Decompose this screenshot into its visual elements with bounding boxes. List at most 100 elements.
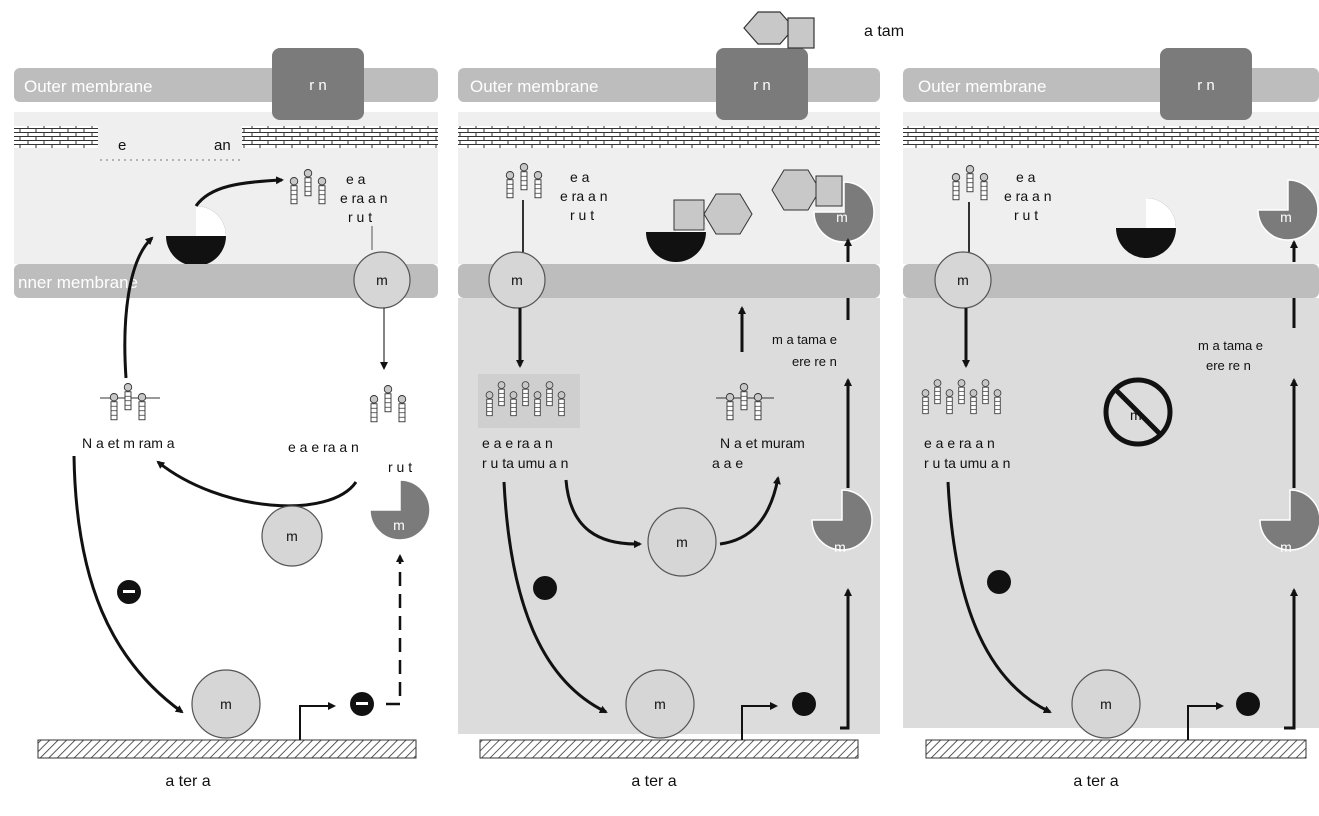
arrow-2g xyxy=(502,481,608,714)
inducer-3b xyxy=(1236,692,1260,716)
porin-2 xyxy=(716,48,808,120)
ampR-2 xyxy=(625,669,695,739)
porin-label-1: r n xyxy=(309,77,327,94)
periplasm-fragment-label-1c: r u t xyxy=(348,209,372,225)
muropeptide-right-label-1b: r u t xyxy=(388,459,412,475)
pbp-label-2b: ere re n xyxy=(792,354,837,369)
ampD-label-2: m xyxy=(676,534,688,550)
ampG-2 xyxy=(488,251,546,309)
chromosome-2 xyxy=(479,739,859,759)
outer-membrane-label-2: Outer membrane xyxy=(470,77,599,96)
fragment-pool-bg-2 xyxy=(478,374,580,428)
cytoplasm-3 xyxy=(903,298,1319,728)
inner-membrane-label-1: nner membrane xyxy=(18,273,138,292)
periplasm-fragment-label-2c: r u t xyxy=(570,207,594,223)
panel-2: Outer membrane r n a tam e a e ra a n r … xyxy=(458,11,904,790)
outer-membrane-label-1: Outer membrane xyxy=(24,77,153,96)
arrow-1e xyxy=(72,455,184,714)
arrow-1a xyxy=(123,236,154,379)
promoter-1 xyxy=(299,702,336,740)
arrow-2c xyxy=(564,479,642,549)
ampR-1 xyxy=(191,669,261,739)
peptidoglycan-2 xyxy=(458,126,880,148)
ampD-2 xyxy=(647,507,717,577)
ampG-label-2: m xyxy=(511,272,523,288)
muropeptide-label-2b: a a e xyxy=(712,455,743,471)
periplasm-fragment-label-3b: e ra a n xyxy=(1004,188,1051,204)
peptidoglycan-gap-label-1: e xyxy=(118,137,126,154)
pbp-label-3b: ere re n xyxy=(1206,358,1251,373)
muropeptide-label-2a: N a et muram xyxy=(720,435,805,451)
chromosome-label-3: a ter a xyxy=(1073,773,1118,790)
promoter-2 xyxy=(741,702,778,740)
inducer-2 xyxy=(533,576,557,600)
fragments-label-3b: r u ta umu a n xyxy=(924,455,1010,471)
fragments-label-2a: e a e ra a n xyxy=(482,435,553,451)
antibiotic-top xyxy=(743,11,815,49)
arrow-2h xyxy=(840,588,852,730)
peptidoglycan-right-1 xyxy=(242,126,438,148)
ampC-peri-label-2: m xyxy=(836,209,848,225)
ampR-label-1: m xyxy=(220,696,232,712)
periplasm-fragment-label-3c: r u t xyxy=(1014,207,1038,223)
ampR-3 xyxy=(1071,669,1141,739)
ampC-label-1: m xyxy=(393,517,405,533)
arrow-1f xyxy=(386,554,404,706)
muropeptide-right-label-1a: e a e ra a n xyxy=(288,439,359,455)
periplasm-fragment-label-2b: e ra a n xyxy=(560,188,607,204)
ampC-cyto-3 xyxy=(1259,489,1319,551)
periplasm-fragment-label-2a: e a xyxy=(570,169,590,185)
peptidoglycan-left-1 xyxy=(14,126,98,148)
panel-1: Outer membrane r n e an e a e ra a n r u… xyxy=(14,48,438,790)
chromosome-3 xyxy=(925,739,1307,759)
ampC-cyto-label-3: m xyxy=(1280,539,1292,555)
ampR-label-3: m xyxy=(1100,696,1112,712)
inducer-3 xyxy=(987,570,1011,594)
inner-membrane-3 xyxy=(903,264,1319,298)
ampD-label-1: m xyxy=(286,528,298,544)
promoter-3 xyxy=(1187,702,1224,740)
ampG-label-3: m xyxy=(957,272,969,288)
ampC-peri-3 xyxy=(1257,179,1319,241)
chromosome-label-1: a ter a xyxy=(165,773,210,790)
pbp-label-3a: m a tama e xyxy=(1198,338,1263,353)
outer-membrane-label-3: Outer membrane xyxy=(918,77,1047,96)
arrow-3d xyxy=(946,481,1052,714)
ampC-peri-2 xyxy=(813,181,875,243)
arrow-3e xyxy=(1284,588,1298,730)
ampG-1 xyxy=(353,251,411,309)
pbp-label-2a: m a tama e xyxy=(772,332,837,347)
chromosome-1 xyxy=(37,739,417,759)
panel-3: Outer membrane r n e a e ra a n r u t m … xyxy=(903,48,1319,790)
antibiotic-bound-2 xyxy=(673,193,753,235)
ampR-label-2: m xyxy=(654,696,666,712)
ampG-3 xyxy=(934,251,992,309)
chromosome-label-2: a ter a xyxy=(631,773,676,790)
fragments-label-2b: r u ta umu a n xyxy=(482,455,568,471)
periplasm-fragment-label-1b: e ra a n xyxy=(340,190,387,206)
ampC-peri-label-3: m xyxy=(1280,209,1292,225)
antibiotic-hydrolyzed-2 xyxy=(771,169,843,211)
inner-membrane-2 xyxy=(458,264,880,298)
ampD-1 xyxy=(261,505,323,567)
ampD-blocked-icon xyxy=(1103,377,1173,447)
porin-3 xyxy=(1160,48,1252,120)
inner-membrane-1 xyxy=(14,264,438,298)
ampC-1 xyxy=(369,479,431,541)
inducer-2b xyxy=(792,692,816,716)
peptidoglycan-gap-label-right-1: an xyxy=(214,137,231,154)
arrow-1d xyxy=(156,460,358,508)
ampD-blocked-label-3: m xyxy=(1130,407,1142,423)
periplasm-fragment-label-1a: e a xyxy=(346,171,366,187)
muropeptide-left-1 xyxy=(100,383,160,421)
muropeptide-2 xyxy=(716,383,774,421)
peptidoglycan-3 xyxy=(903,126,1319,148)
porin-label-3: r n xyxy=(1197,77,1215,94)
ampG-label-1: m xyxy=(376,272,388,288)
ampC-cyto-label-2: m xyxy=(834,539,846,555)
ambient-label: a tam xyxy=(864,23,904,40)
arrow-2d xyxy=(719,476,781,546)
fragments-label-3a: e a e ra a n xyxy=(924,435,995,451)
porin-1 xyxy=(272,48,364,120)
porin-label-2: r n xyxy=(753,77,771,94)
